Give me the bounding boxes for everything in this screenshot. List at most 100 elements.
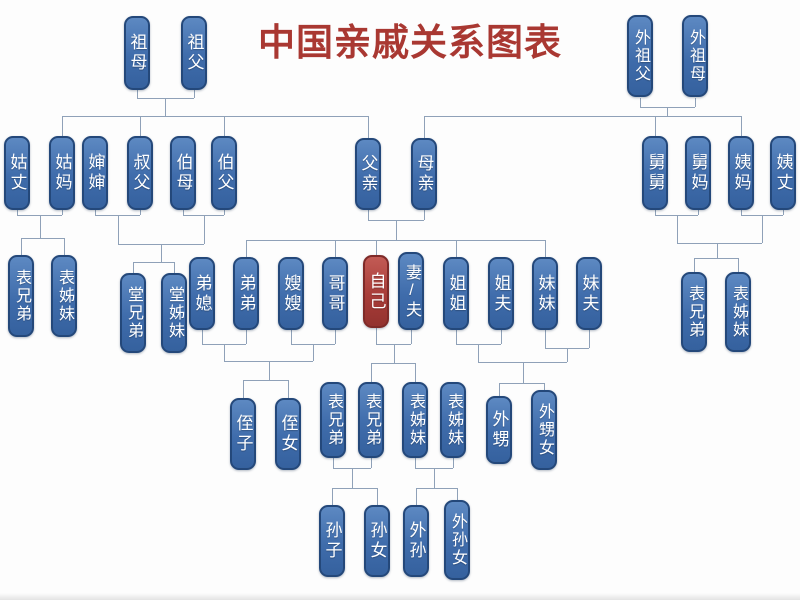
node-label: 表兄弟 (363, 393, 380, 447)
connector-line (415, 458, 416, 468)
connector-line (95, 215, 140, 216)
node-father: 父亲 (355, 138, 381, 210)
node-cousin-female-left: 表姊妹 (51, 255, 77, 337)
connector-line (62, 116, 63, 136)
connector-line (333, 458, 334, 468)
node-younger-uncle-wife: 婶婶 (82, 136, 108, 210)
node-maternal-aunt-husband: 姨丈 (770, 136, 796, 210)
connector-line (655, 116, 656, 136)
connector-line (17, 210, 18, 215)
connector-line (40, 215, 41, 238)
node-label: 外甥 (489, 410, 509, 450)
connector-line (456, 240, 457, 257)
node-label: 侄子 (233, 414, 253, 454)
connector-line (21, 238, 64, 239)
node-maternal-uncle: 舅舅 (642, 136, 668, 210)
node-elder-brother-wife: 嫂嫂 (278, 257, 304, 330)
node-label: 母亲 (414, 154, 434, 194)
connector-line (335, 330, 336, 344)
node-elder-uncle-wife: 伯母 (170, 136, 196, 210)
node-label: 姐姐 (446, 273, 466, 314)
node-paternal-aunt-husband: 姑丈 (4, 136, 30, 210)
node-self: 自己 (363, 255, 389, 328)
connector-line (453, 458, 454, 468)
connector-line (368, 210, 369, 220)
node-tang-cousin-male: 堂兄弟 (120, 273, 146, 353)
node-tang-cousin-female: 堂姊妹 (161, 273, 187, 353)
connector-line (416, 488, 457, 489)
node-label: 外孙 (406, 521, 426, 561)
connector-line (698, 210, 699, 215)
node-label: 弟媳 (192, 273, 212, 314)
node-label: 表姊妹 (407, 393, 424, 447)
connector-line (545, 240, 546, 257)
connector-line (243, 380, 288, 381)
node-sister-daughter: 外甥女 (531, 390, 557, 470)
connector-line (174, 262, 175, 273)
node-cousin-male-left: 表兄弟 (8, 255, 34, 337)
node-maternal-uncle-wife: 舅妈 (685, 136, 711, 210)
node-label: 堂兄弟 (125, 286, 142, 340)
connector-line (396, 220, 397, 240)
connector-line (246, 240, 545, 241)
connector-line (224, 361, 313, 362)
node-label: 外祖父 (632, 29, 649, 83)
connector-line (17, 215, 62, 216)
node-granddaughter: 孙女 (364, 505, 390, 577)
node-label: 外祖母 (687, 29, 704, 83)
connector-line (655, 215, 698, 216)
node-label: 堂姊妹 (166, 286, 183, 340)
connector-line (243, 380, 244, 398)
node-label: 表兄弟 (325, 393, 342, 447)
node-younger-brother-wife: 弟媳 (189, 257, 215, 330)
connector-line (589, 330, 590, 348)
connector-line (368, 116, 369, 138)
chart-title: 中国亲戚关系图表 (258, 22, 562, 63)
connector-line (717, 243, 718, 258)
node-sister-son: 外甥 (486, 396, 512, 464)
connector-line (457, 488, 458, 500)
connector-line (133, 262, 134, 273)
node-label: 表姊妹 (730, 285, 747, 339)
connector-line (21, 238, 22, 255)
connector-line (424, 210, 425, 220)
node-grandson: 孙子 (319, 505, 345, 577)
connector-line (376, 240, 377, 255)
connector-line (332, 488, 377, 489)
connector-line (738, 258, 739, 272)
node-younger-uncle: 叔父 (127, 136, 153, 210)
connector-line (332, 488, 333, 505)
connector-line (95, 210, 96, 215)
connector-line (371, 458, 372, 468)
node-niece: 侄女 (275, 398, 301, 470)
connector-line (140, 116, 141, 136)
node-label: 表兄弟 (13, 269, 30, 323)
connector-line (118, 215, 119, 244)
connector-line (140, 210, 141, 215)
node-label: 自己 (366, 271, 386, 312)
node-cousin-male-right: 表兄弟 (681, 272, 707, 352)
node-spouse: 妻/夫 (398, 252, 424, 330)
connector-line (695, 98, 696, 107)
node-label: 姑丈 (7, 153, 27, 193)
connector-line (501, 330, 502, 344)
connector-line (545, 330, 546, 348)
node-label: 祖父 (184, 33, 204, 73)
node-label: 婶婶 (85, 153, 105, 193)
node-mother: 母亲 (411, 138, 437, 210)
connector-line (523, 362, 524, 383)
connector-line (415, 363, 416, 382)
connector-line (478, 344, 479, 362)
connector-line (424, 116, 741, 117)
connector-line (62, 116, 368, 117)
connector-line (246, 240, 247, 257)
connector-line (288, 380, 289, 398)
connector-line (677, 243, 762, 244)
connector-line (62, 210, 63, 215)
connector-line (411, 330, 412, 344)
connector-line (371, 363, 372, 382)
node-label: 姑妈 (52, 153, 72, 193)
node-label: 姨妈 (731, 153, 751, 193)
connector-line (677, 215, 678, 243)
node-elder-uncle: 伯父 (211, 136, 237, 210)
